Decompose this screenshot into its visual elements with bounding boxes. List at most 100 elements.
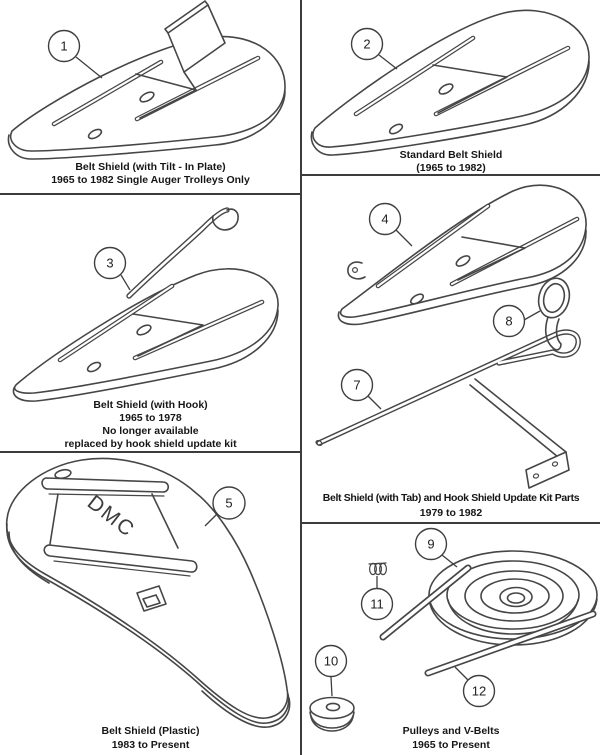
shield-hole: [455, 255, 471, 267]
ring-outer: [537, 277, 571, 319]
caption-line: 1965 to 1978: [119, 412, 182, 424]
rib-band-edge: [49, 493, 59, 545]
shield-hole: [139, 91, 155, 103]
ring-inner: [542, 282, 566, 314]
caption-line: 1979 to 1982: [419, 507, 483, 519]
panel-caption: Belt Shield (with Tilt - In Plate) 1965 …: [0, 161, 301, 187]
callout-leader: [75, 56, 103, 79]
panel-pulleys-and-v-belts: 9 11 10 12 Pulleys and V-Belts 1965 to P…: [302, 524, 600, 755]
callout-4: 4: [368, 202, 413, 247]
shield-thickness-edge: [337, 229, 587, 326]
rod-end: [315, 440, 323, 446]
shield-slot: [133, 300, 264, 360]
mounting-tab: [347, 261, 366, 280]
shield-outline: [339, 184, 587, 318]
panel-belt-shield-plastic: DMC 5 Belt Shield (Plastic) 1983 to Pres…: [0, 453, 301, 755]
caption-line: Belt Shield (Plastic): [101, 725, 200, 737]
callout-circle: [93, 246, 127, 280]
spring-clip: [368, 562, 387, 576]
slot-connector: [432, 64, 508, 114]
pulley-face: [309, 696, 355, 720]
small-pulley: [309, 696, 355, 732]
callout-number: 9: [427, 537, 434, 552]
callout-leader: [330, 676, 333, 697]
shield-slot: [376, 204, 490, 288]
caption-line: 1965 to Present: [412, 739, 490, 751]
shield-body: [12, 268, 279, 402]
callout-1: 1: [47, 29, 103, 79]
belt-tail-upper: [381, 566, 470, 639]
shield-outline: [10, 35, 286, 152]
shield-slot: [58, 284, 174, 362]
shield-slot: [354, 36, 475, 116]
shield-hole: [87, 128, 103, 140]
coil-ring: [480, 578, 550, 614]
shield-hole: [86, 361, 102, 373]
shield-thickness-edge: [6, 523, 290, 724]
belt-shield-with-tab-kit-drawing: 4 8 7: [315, 184, 587, 489]
callout-7: 7: [340, 368, 382, 410]
panel-caption: Belt Shield (Plastic) 1983 to Present: [0, 724, 301, 752]
panel-caption: Standard Belt Shield (1965 to 1982): [302, 149, 600, 175]
bracket-strap-edge: [469, 384, 559, 458]
callout-number: 7: [353, 378, 360, 393]
callout-number: 10: [324, 654, 338, 669]
shield-outline: [312, 9, 590, 148]
callout-circle: [462, 674, 496, 708]
coil-ring: [464, 570, 564, 622]
plate-support-line: [183, 71, 197, 91]
pulley-rim: [310, 716, 354, 732]
caption-line: Standard Belt Shield: [399, 149, 503, 161]
callout-2: 2: [350, 27, 398, 70]
shield-slot: [52, 60, 163, 126]
shield-outline: [13, 268, 279, 394]
panel-standard-belt-shield: 2 Standard Belt Shield (1965 to 1982): [302, 0, 600, 175]
shield-body: [337, 184, 587, 326]
shield-hole: [136, 324, 152, 336]
bracket-hole: [532, 473, 540, 479]
shield-thickness-edge: [7, 90, 286, 160]
divider-right-bottom: [301, 522, 600, 524]
coil-hub: [499, 586, 533, 608]
callout-leader: [395, 229, 413, 247]
caption-line: Belt Shield (with Hook): [93, 399, 208, 411]
callout-number: 8: [505, 314, 512, 329]
tilt-in-plate-edge: [164, 0, 209, 34]
standard-belt-shield-drawing: 2: [310, 9, 590, 156]
tab-hole: [351, 266, 358, 273]
coil-ring: [446, 560, 580, 630]
callout-circle: [414, 527, 448, 561]
divider-left-top: [0, 193, 301, 195]
callout-circle: [340, 368, 374, 402]
caption-line: (1965 to 1982): [416, 162, 486, 174]
callout-10: 10: [314, 644, 348, 697]
raised-rib: [43, 544, 198, 573]
rib-shadow-line: [48, 493, 165, 497]
coil-thickness: [447, 599, 579, 635]
rib-band-edge: [151, 493, 179, 549]
callout-number: 2: [363, 37, 370, 52]
panel-caption: Belt Shield (with Hook) 1965 to 1978 No …: [0, 399, 301, 451]
callout-9: 9: [414, 527, 458, 568]
raised-rib: [41, 477, 170, 493]
shield-body: DMC: [5, 457, 291, 728]
callout-circle: [368, 202, 402, 236]
callout-5: 5: [204, 486, 246, 527]
belt-shield-tilt-in-plate-drawing: 1: [7, 0, 286, 160]
panel-caption: Belt Shield (with Tab) and Hook Shield U…: [302, 491, 600, 521]
callout-circle: [314, 644, 348, 678]
caption-line: Belt Shield (with Tab) and Hook Shield U…: [322, 492, 580, 504]
coiled-v-belt: [379, 550, 598, 677]
slot-connector: [457, 236, 526, 281]
callout-8: 8: [492, 304, 541, 338]
square-hole: [136, 585, 167, 612]
callout-leader: [120, 274, 131, 291]
callout-circle: [212, 486, 246, 520]
shield-body: [310, 9, 590, 156]
bracket-hole: [551, 461, 559, 467]
shield-thickness-edge: [12, 309, 279, 402]
pulley-hub-hole: [325, 702, 341, 712]
bracket-plate: [525, 451, 570, 489]
slot-connector: [132, 313, 204, 357]
panel-belt-shield-with-tab-kit: 4 8 7 Belt Shield (with Tab) and Hook Sh…: [302, 177, 600, 522]
